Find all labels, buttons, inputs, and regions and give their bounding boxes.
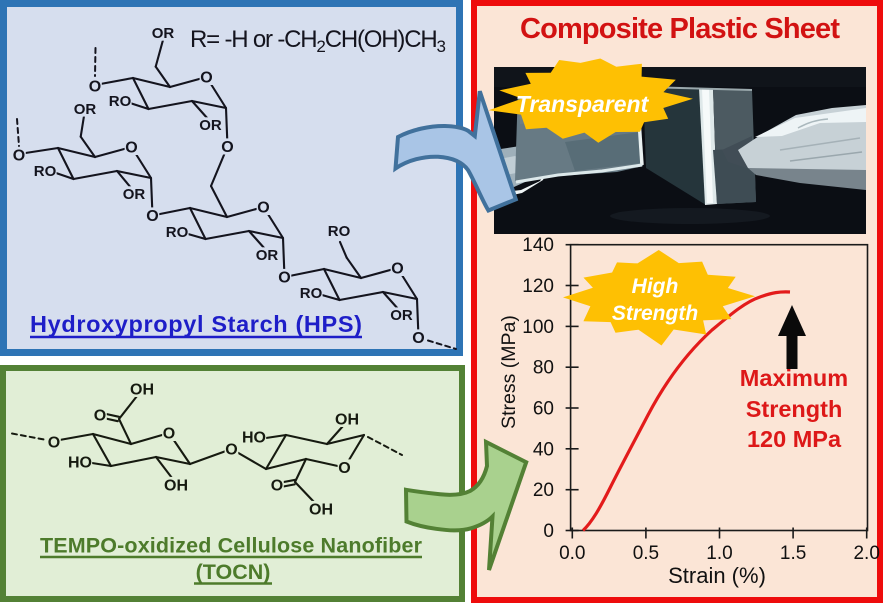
- svg-text:Composite Plastic Sheet: Composite Plastic Sheet: [520, 13, 840, 45]
- svg-text:0: 0: [543, 521, 554, 542]
- svg-text:OR: OR: [74, 101, 97, 118]
- svg-text:1.5: 1.5: [780, 543, 806, 564]
- svg-text:Strength: Strength: [612, 302, 698, 325]
- svg-text:OR: OR: [256, 247, 279, 264]
- svg-text:0.5: 0.5: [633, 543, 659, 564]
- svg-text:1.0: 1.0: [706, 543, 732, 564]
- svg-text:O: O: [163, 425, 175, 442]
- svg-text:High: High: [632, 275, 679, 298]
- svg-text:O: O: [225, 441, 237, 458]
- svg-text:Hydroxypropyl Starch (HPS): Hydroxypropyl Starch (HPS): [30, 311, 362, 337]
- svg-text:RO: RO: [166, 224, 189, 241]
- svg-text:O: O: [13, 147, 25, 164]
- svg-text:O: O: [146, 208, 158, 225]
- svg-text:OR: OR: [390, 307, 413, 324]
- svg-text:100: 100: [522, 317, 554, 338]
- svg-text:O: O: [338, 460, 350, 477]
- svg-text:RO: RO: [34, 163, 57, 180]
- svg-text:HO: HO: [242, 429, 266, 446]
- svg-text:O: O: [200, 69, 212, 86]
- svg-text:120 MPa: 120 MPa: [747, 426, 842, 452]
- svg-text:OR: OR: [152, 25, 175, 42]
- svg-text:RO: RO: [300, 285, 323, 302]
- svg-text:60: 60: [533, 399, 554, 420]
- svg-text:TEMPO-oxidized Cellulose Nanof: TEMPO-oxidized Cellulose Nanofiber: [40, 534, 423, 558]
- svg-text:O: O: [278, 269, 290, 286]
- svg-text:HO: HO: [68, 454, 92, 471]
- svg-text:40: 40: [533, 439, 554, 460]
- svg-text:O: O: [257, 199, 269, 216]
- svg-text:OH: OH: [309, 501, 333, 518]
- svg-text:O: O: [94, 407, 106, 424]
- svg-text:O: O: [48, 434, 60, 451]
- svg-text:140: 140: [522, 235, 554, 256]
- svg-text:OR: OR: [123, 186, 146, 203]
- svg-text:Maximum: Maximum: [740, 365, 848, 391]
- svg-text:0.0: 0.0: [559, 543, 585, 564]
- svg-text:OH: OH: [335, 411, 359, 428]
- svg-text:OH: OH: [164, 477, 188, 494]
- svg-text:OH: OH: [130, 381, 154, 398]
- svg-text:R= -H or -CH2CH(OH)CH3: R= -H or -CH2CH(OH)CH3: [190, 26, 446, 56]
- svg-text:(TOCN): (TOCN): [196, 560, 271, 584]
- svg-text:RO: RO: [109, 93, 132, 110]
- svg-text:Strain (%): Strain (%): [668, 563, 766, 588]
- svg-text:OR: OR: [199, 117, 222, 134]
- svg-text:O: O: [412, 330, 424, 347]
- svg-text:O: O: [271, 477, 283, 494]
- svg-text:O: O: [391, 260, 403, 277]
- svg-text:80: 80: [533, 358, 554, 379]
- svg-text:O: O: [89, 78, 101, 95]
- svg-text:Strength: Strength: [746, 396, 843, 422]
- svg-text:Stress (MPa): Stress (MPa): [498, 315, 520, 429]
- svg-text:O: O: [221, 139, 233, 156]
- svg-text:RO: RO: [328, 223, 351, 240]
- svg-text:O: O: [125, 139, 137, 156]
- svg-text:Transparent: Transparent: [516, 91, 650, 117]
- svg-text:2.0: 2.0: [853, 543, 879, 564]
- svg-text:20: 20: [533, 480, 554, 501]
- svg-text:120: 120: [522, 276, 554, 297]
